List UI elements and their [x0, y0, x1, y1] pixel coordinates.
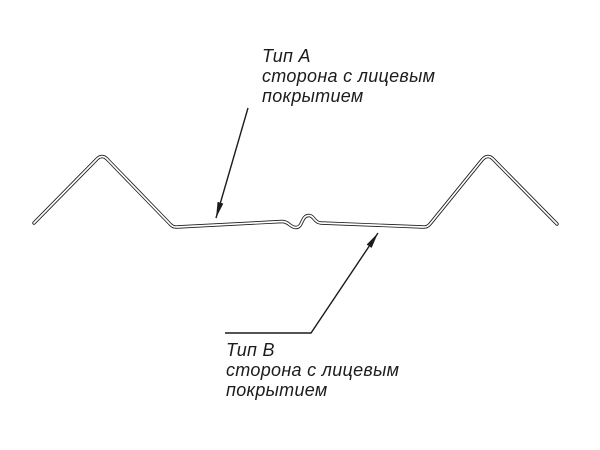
callout-b-title: Тип В	[226, 340, 275, 360]
callout-b-desc-line2: покрытием	[226, 380, 328, 400]
callout-a: Тип А сторона с лицевым покрытием	[215, 46, 435, 219]
callout-a-leader-line	[215, 107, 249, 219]
callout-a-desc-line2: покрытием	[262, 86, 364, 106]
profile-inner-line	[33, 155, 558, 229]
sheet-profile	[32, 154, 559, 230]
callout-a-title: Тип А	[262, 46, 311, 66]
callout-b: Тип В сторона с лицевым покрытием	[225, 232, 399, 400]
callout-a-desc-line1: сторона с лицевым	[262, 66, 435, 86]
callout-b-desc-line1: сторона с лицевым	[226, 360, 399, 380]
profile-outline	[32, 154, 559, 230]
callout-b-leader-line	[225, 232, 379, 334]
